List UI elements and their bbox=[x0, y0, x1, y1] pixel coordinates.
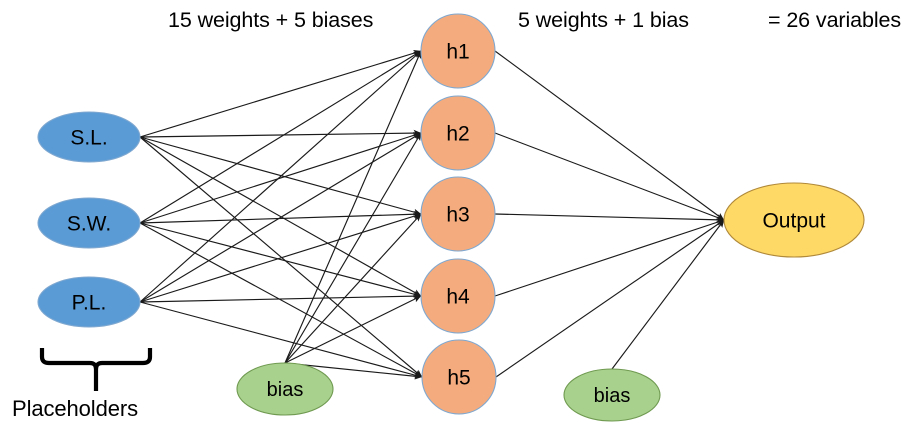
placeholders-label: Placeholders bbox=[12, 396, 138, 421]
bias-nodes-group: bias bias bbox=[236, 362, 661, 422]
node-label-h3: h3 bbox=[446, 204, 469, 227]
edges-bias-to-output bbox=[611, 219, 725, 370]
connection-edge bbox=[139, 132, 422, 224]
connection-edge bbox=[284, 132, 422, 364]
connection-edge bbox=[139, 49, 422, 138]
edges-input-to-hidden bbox=[139, 49, 423, 379]
node-label-h1: h1 bbox=[446, 41, 469, 64]
connection-edge bbox=[139, 50, 422, 303]
connection-edge bbox=[139, 222, 422, 298]
connection-edge bbox=[139, 292, 422, 303]
connection-edge bbox=[139, 136, 423, 378]
edges-bias-to-hidden bbox=[284, 50, 423, 380]
node-h4[interactable] bbox=[420, 258, 496, 334]
connection-edge bbox=[611, 219, 725, 370]
connection-edge bbox=[139, 129, 422, 138]
node-label-h5: h5 bbox=[447, 367, 470, 390]
node-label-bias2: bias bbox=[594, 385, 631, 407]
node-label-h4: h4 bbox=[446, 286, 470, 309]
node-label-pl: P.L. bbox=[72, 292, 107, 315]
connection-edge bbox=[139, 210, 422, 224]
node-h3[interactable] bbox=[420, 176, 496, 252]
connection-edge bbox=[139, 136, 422, 216]
connection-edge bbox=[284, 50, 422, 364]
placeholders-brace-icon bbox=[39, 348, 153, 391]
node-label-out: Output bbox=[762, 210, 825, 233]
node-label-sw: S.W. bbox=[67, 213, 111, 236]
node-bias2[interactable] bbox=[563, 368, 661, 422]
connection-edge bbox=[139, 222, 423, 378]
edges-hidden-to-output bbox=[494, 50, 725, 378]
node-label-sl: S.L. bbox=[70, 127, 107, 150]
connection-edge bbox=[139, 213, 422, 303]
annotation-output-layer-params: 5 weights + 1 bias bbox=[518, 8, 689, 32]
node-h5[interactable] bbox=[421, 339, 497, 415]
node-label-bias1: bias bbox=[267, 379, 304, 401]
annotation-hidden-layer-params: 15 weights + 5 biases bbox=[168, 8, 374, 32]
hidden-nodes-group: h1 h2 h3 h4 h5 bbox=[420, 13, 497, 415]
node-sl[interactable] bbox=[37, 111, 141, 163]
connection-edge bbox=[284, 362, 423, 380]
node-sw[interactable] bbox=[37, 197, 141, 249]
connection-edge bbox=[494, 50, 725, 221]
connection-edge bbox=[494, 132, 725, 221]
connection-edge bbox=[495, 219, 725, 378]
node-out[interactable] bbox=[723, 182, 865, 258]
node-label-h2: h2 bbox=[446, 123, 469, 146]
node-h2[interactable] bbox=[420, 95, 496, 171]
connection-edge bbox=[139, 132, 422, 303]
node-bias1[interactable] bbox=[236, 362, 334, 416]
connection-edge bbox=[494, 219, 725, 297]
node-pl[interactable] bbox=[37, 276, 141, 328]
connection-edge bbox=[139, 136, 422, 297]
output-nodes-group: Output bbox=[723, 182, 865, 258]
connection-edge bbox=[284, 295, 422, 364]
connection-edge bbox=[284, 213, 422, 364]
node-h1[interactable] bbox=[420, 13, 496, 89]
connection-edge bbox=[494, 213, 725, 224]
connection-edge bbox=[139, 50, 422, 224]
input-nodes-group: S.L. S.W. P.L. bbox=[37, 111, 141, 328]
connection-edge bbox=[139, 301, 423, 379]
annotation-total-variables: = 26 variables bbox=[768, 8, 902, 32]
